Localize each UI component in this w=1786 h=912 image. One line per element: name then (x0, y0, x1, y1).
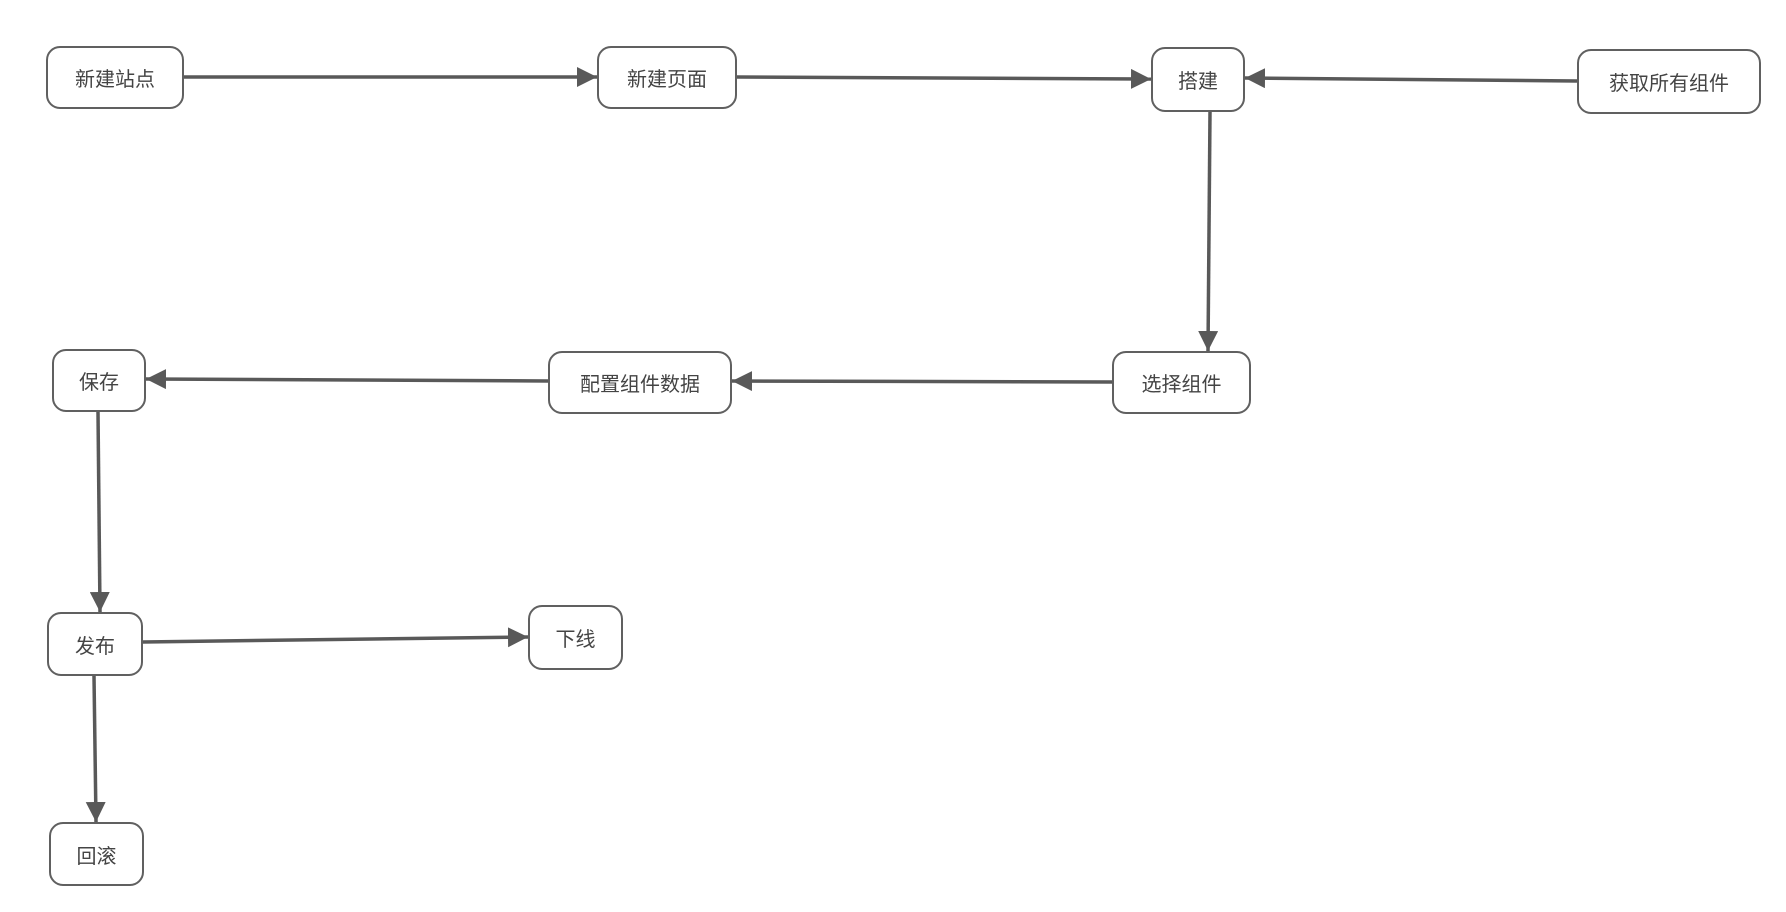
node-build: 搭建 (1151, 47, 1245, 112)
node-new-page: 新建页面 (597, 46, 737, 109)
edge-build-to-select-component (1198, 111, 1219, 352)
node-offline: 下线 (528, 605, 623, 670)
edge-config-data-to-save (145, 369, 549, 390)
node-rollback: 回滚 (49, 822, 144, 886)
node-label: 选择组件 (1141, 372, 1222, 396)
node-label: 获取所有组件 (1609, 71, 1729, 95)
node-label: 搭建 (1178, 69, 1218, 93)
edge-publish-to-rollback (85, 675, 106, 823)
node-publish: 发布 (47, 612, 143, 676)
node-label: 回滚 (76, 843, 117, 868)
node-label: 新建页面 (627, 67, 707, 91)
node-save: 保存 (52, 349, 146, 412)
node-get-components: 获取所有组件 (1577, 49, 1761, 114)
edge-new-page-to-build (736, 68, 1152, 89)
node-label: 配置组件数据 (580, 372, 700, 396)
node-label: 发布 (75, 633, 115, 658)
node-label: 新建站点 (75, 67, 155, 91)
edge-publish-to-offline (142, 627, 529, 648)
node-label: 下线 (555, 627, 596, 651)
edge-save-to-publish (89, 411, 110, 613)
node-select-component: 选择组件 (1112, 351, 1251, 414)
node-new-site: 新建站点 (46, 46, 184, 109)
edge-get-components-to-build (1244, 68, 1578, 89)
edge-select-component-to-config-data (731, 371, 1113, 392)
node-config-data: 配置组件数据 (548, 351, 732, 414)
node-label: 保存 (79, 370, 119, 394)
